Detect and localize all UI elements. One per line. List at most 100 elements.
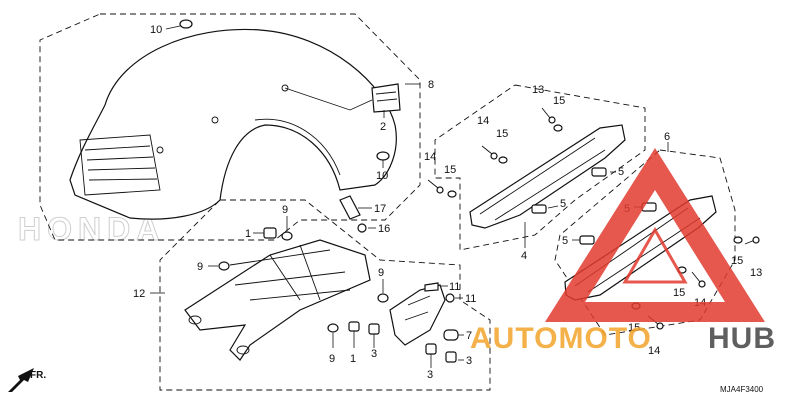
rubber-1-lower — [348, 321, 360, 332]
callout-15: 15 — [673, 287, 685, 299]
fender-inner-edge — [254, 118, 341, 176]
diagram-code: MJA4F3400 — [720, 385, 764, 394]
callout-16: 16 — [378, 223, 390, 235]
bolt-14-d-head — [656, 322, 664, 330]
automotohub-watermark: AUTOMOTO HUB — [470, 148, 776, 355]
washer-15-b — [498, 156, 508, 164]
fender-mount-hole-a — [211, 116, 219, 124]
leader-2-ref — [284, 87, 373, 111]
callout-1: 1 — [350, 353, 356, 365]
callout-2: 2 — [380, 121, 386, 133]
frame-cross-member — [229, 244, 351, 301]
callout-10: 10 — [150, 24, 162, 36]
bolt-14-a-head — [490, 152, 498, 160]
callout-11: 11 — [449, 281, 460, 293]
callout-15: 15 — [444, 164, 456, 176]
washer-9-lower — [327, 323, 339, 333]
fender-honda-grille — [79, 134, 161, 196]
callout-3: 3 — [427, 369, 433, 381]
frame-hole-right — [236, 345, 250, 355]
callout-9: 9 — [282, 204, 288, 216]
frame-bracket-12 — [184, 239, 371, 361]
bolt-11-b — [445, 293, 455, 303]
collar-3-b — [425, 343, 437, 355]
side-cover-4 — [469, 124, 626, 229]
callout-6: 6 — [664, 131, 670, 143]
callout-10: 10 — [376, 170, 388, 182]
callout-15: 15 — [731, 255, 743, 267]
callout-9: 9 — [378, 267, 384, 279]
fender-mount-hole-b — [281, 84, 289, 92]
washer-9-left — [218, 261, 230, 271]
cover-4-boundary — [434, 84, 646, 251]
frame-group-boundary — [159, 199, 491, 391]
rubber-1-upper — [263, 227, 277, 239]
washer-15-a — [553, 124, 563, 132]
bolt-14-b — [427, 179, 439, 189]
grommet-5-b — [531, 204, 547, 214]
callout-14: 14 — [477, 115, 489, 127]
leader-10a — [165, 25, 181, 30]
fender-group-boundary — [39, 13, 421, 241]
front-direction-label: FR. — [30, 370, 46, 381]
front-direction-arrow — [8, 368, 34, 392]
watermark-text-hub: HUB — [708, 322, 776, 355]
callout-8: 8 — [428, 79, 434, 91]
grommet-5-a — [591, 167, 607, 177]
bolt-14-b-head — [436, 186, 444, 194]
collar-3-c — [445, 351, 457, 363]
fender-mount-hole-c — [156, 146, 164, 154]
callout-15: 15 — [628, 322, 640, 334]
callout-4: 4 — [521, 250, 527, 262]
clip-17 — [339, 195, 361, 220]
washer-10-top — [179, 19, 193, 29]
bolt-14-c-head — [698, 280, 706, 288]
license-bracket — [389, 284, 446, 346]
callout-3: 3 — [371, 348, 377, 360]
callout-5: 5 — [562, 235, 568, 247]
reflector-ridges — [375, 91, 398, 102]
washer-15-c — [447, 190, 457, 198]
callout-15: 15 — [496, 128, 508, 140]
washer-10-lower — [376, 151, 390, 161]
callout-5: 5 — [618, 166, 624, 178]
callout-14: 14 — [648, 345, 660, 357]
washer-9-right — [377, 293, 389, 303]
callout-13: 13 — [532, 84, 544, 96]
callout-14: 14 — [424, 151, 436, 163]
callout-17: 17 — [374, 203, 386, 215]
callout-7: 7 — [466, 330, 472, 342]
grommet-5-d — [579, 235, 595, 245]
callout-3: 3 — [466, 355, 472, 367]
bolt-14-c — [691, 271, 701, 283]
bolt-13-a — [541, 107, 551, 119]
bolt-14-a — [481, 145, 493, 155]
frame-hole-left — [188, 315, 202, 325]
callout-9: 9 — [197, 261, 203, 273]
collar-7 — [443, 329, 459, 341]
callout-12: 12 — [133, 288, 145, 300]
reflector-2 — [371, 83, 401, 113]
callout-9: 9 — [329, 353, 335, 365]
callout-15: 15 — [553, 95, 565, 107]
rear-fender — [69, 28, 397, 220]
callout-13: 13 — [750, 267, 762, 279]
watermark-triangle-inner-icon — [622, 226, 688, 284]
bolt-16 — [357, 223, 367, 233]
bolt-13-a-head — [548, 116, 556, 124]
side-cover-4-ridges — [479, 137, 606, 221]
callout-5: 5 — [560, 198, 566, 210]
callout-11: 11 — [465, 293, 476, 305]
washer-15-d — [733, 236, 743, 244]
bolt-11-a — [424, 282, 439, 292]
watermark-text-automoto: AUTOMOTO — [470, 322, 652, 355]
callout-1: 1 — [245, 228, 251, 240]
bolt-13-b-head — [752, 236, 760, 244]
collar-3-a — [368, 323, 380, 335]
washer-9-upper — [281, 231, 293, 241]
license-bracket-slots — [404, 295, 431, 321]
leader-5b — [547, 205, 559, 209]
watermark-triangle-icon — [545, 148, 765, 322]
